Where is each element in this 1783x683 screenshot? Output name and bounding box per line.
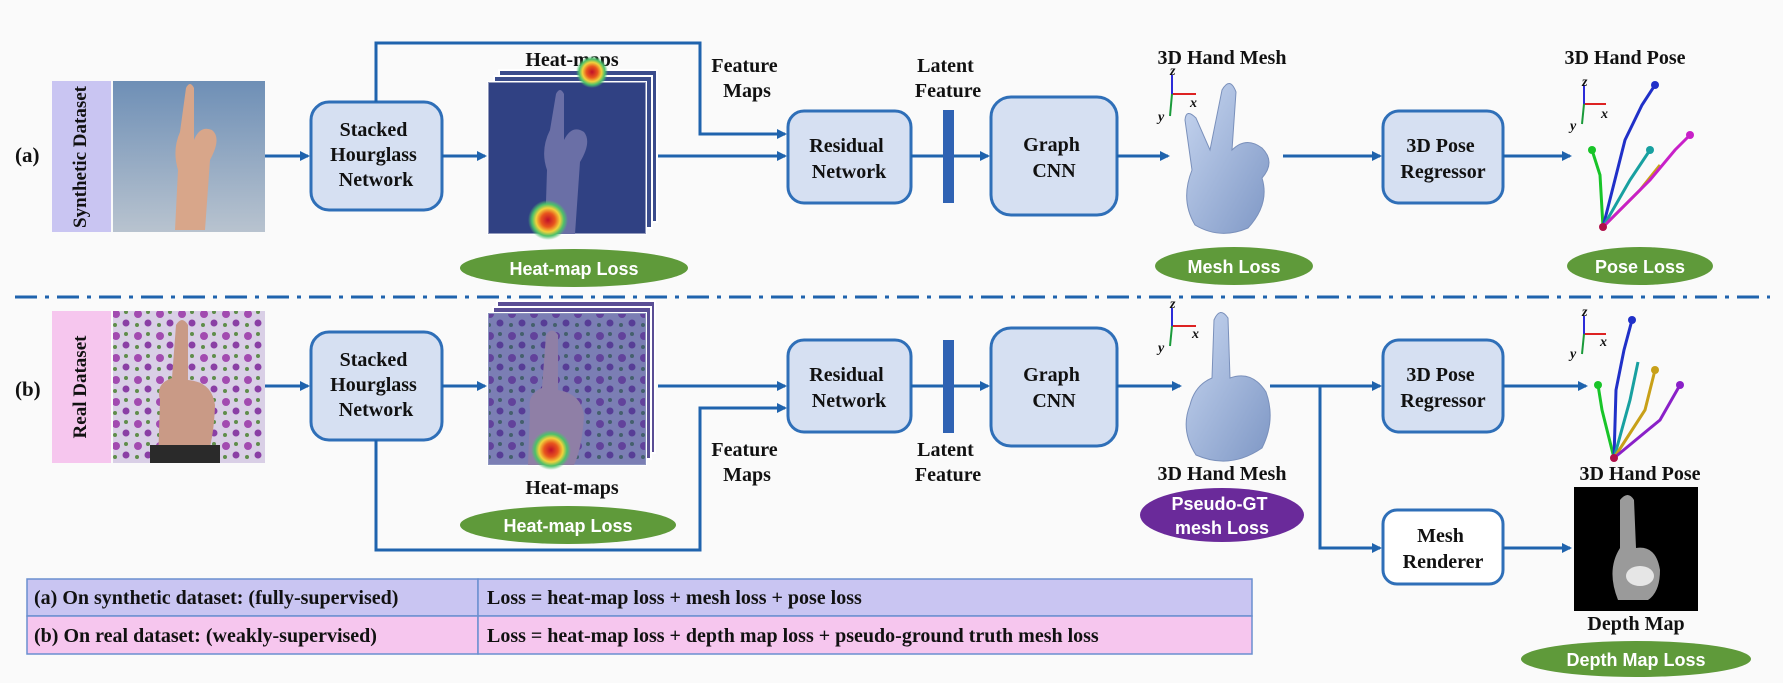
- real-dataset-tag: [52, 311, 111, 463]
- svg-text:Heat-map Loss: Heat-map Loss: [503, 516, 632, 536]
- latent-b-label: Latent Feature: [915, 439, 981, 486]
- svg-text:z: z: [1581, 75, 1588, 90]
- graph-cnn-b: [989, 326, 1119, 448]
- hand-pose-skeleton-b: [1594, 316, 1684, 462]
- heatmaps-a-stack: [487, 56, 658, 240]
- table-row-b-left: (b) On real dataset: (weakly-supervised): [34, 625, 377, 647]
- hourglass-a-text: Stacked Hourglass Network: [330, 119, 422, 191]
- axes-icon-b2: z x y: [1568, 305, 1607, 362]
- svg-text:z: z: [1169, 297, 1176, 312]
- latent-feature-bar-b: [943, 340, 954, 433]
- synthetic-dataset-label: Synthetic Dataset: [70, 85, 91, 228]
- graph-cnn-a: [989, 95, 1119, 217]
- row-b-label: (b): [15, 377, 41, 401]
- residual-network-b: [786, 338, 913, 434]
- mesh-b-title: 3D Hand Mesh: [1158, 463, 1287, 485]
- heatmap-loss-b: [460, 506, 676, 544]
- mesh-renderer-text: Mesh Renderer: [1403, 525, 1484, 573]
- pose-b-title: 3D Hand Pose: [1579, 463, 1700, 485]
- heatmaps-b-title: Heat-maps: [525, 477, 619, 499]
- latent-feature-bar-a: [943, 110, 954, 203]
- row-a-label: (a): [15, 143, 40, 167]
- svg-text:y: y: [1156, 341, 1165, 356]
- pose-regressor-a-text: 3D Pose Regressor: [1400, 135, 1485, 183]
- pseudo-gt-mesh-loss: [1140, 488, 1304, 542]
- depth-map-title: Depth Map: [1587, 613, 1684, 635]
- svg-text:x: x: [1599, 335, 1607, 350]
- svg-text:z: z: [1581, 305, 1588, 320]
- pose-regressor-b-text: 3D Pose Regressor: [1400, 364, 1485, 412]
- synthetic-input-image: [113, 81, 265, 232]
- real-dataset-label: Real Dataset: [70, 335, 91, 439]
- synthetic-dataset-tag: [52, 81, 111, 232]
- hand-mesh-b: [1185, 312, 1271, 462]
- axes-icon-a: z x y: [1156, 64, 1197, 125]
- axes-icon-a2: z x y: [1568, 75, 1608, 134]
- svg-text:Depth Map Loss: Depth Map Loss: [1566, 650, 1705, 670]
- residual-a-text: Residual Network: [809, 135, 888, 183]
- svg-text:y: y: [1568, 347, 1577, 362]
- hand-pose-skeleton-a: [1588, 81, 1694, 231]
- hourglass-b-text: Stacked Hourglass Network: [330, 349, 422, 421]
- table-row-a-left: (a) On synthetic dataset: (fully-supervi…: [34, 587, 398, 609]
- residual-network-a: [786, 109, 913, 205]
- loss-table: (a) On synthetic dataset: (fully-supervi…: [26, 578, 1253, 655]
- svg-text:z: z: [1169, 64, 1176, 79]
- real-input-image: [113, 311, 265, 463]
- axes-icon-b: z x y: [1156, 297, 1199, 356]
- hand-mesh-a: [1184, 83, 1270, 234]
- svg-text:x: x: [1191, 327, 1199, 342]
- pose-regressor-a: [1381, 109, 1505, 205]
- depth-map-image: [1574, 487, 1698, 611]
- svg-text:x: x: [1600, 107, 1608, 122]
- pose-loss: [1567, 247, 1713, 285]
- heatmaps-b-stack: [487, 300, 656, 470]
- svg-text:y: y: [1568, 119, 1577, 134]
- table-row-b-right: Loss = heat-map loss + depth map loss + …: [487, 625, 1099, 647]
- svg-text:Pose Loss: Pose Loss: [1595, 257, 1685, 277]
- svg-text:Pseudo-GT mesh Loss: Pseudo-GT mesh Loss: [1171, 494, 1272, 538]
- pose-regressor-b: [1381, 338, 1505, 434]
- pose-a-title: 3D Hand Pose: [1564, 47, 1685, 69]
- svg-text:y: y: [1156, 110, 1165, 125]
- heatmap-loss-a: [460, 249, 688, 287]
- feature-maps-a-label: Feature Maps: [711, 55, 782, 102]
- graph-b-text: Graph CNN: [1023, 364, 1085, 412]
- mesh-a-title: 3D Hand Mesh: [1158, 47, 1287, 69]
- table-row-a-right: Loss = heat-map loss + mesh loss + pose …: [487, 587, 862, 609]
- mesh-loss: [1155, 247, 1313, 285]
- residual-b-text: Residual Network: [809, 364, 888, 412]
- svg-text:Heat-map Loss: Heat-map Loss: [509, 259, 638, 279]
- svg-text:Mesh Loss: Mesh Loss: [1187, 257, 1280, 277]
- feature-maps-b-label: Feature Maps: [711, 439, 782, 486]
- latent-a-label: Latent Feature: [915, 55, 981, 102]
- graph-a-text: Graph CNN: [1023, 134, 1085, 182]
- svg-text:x: x: [1189, 96, 1197, 111]
- depth-map-loss: [1521, 641, 1751, 677]
